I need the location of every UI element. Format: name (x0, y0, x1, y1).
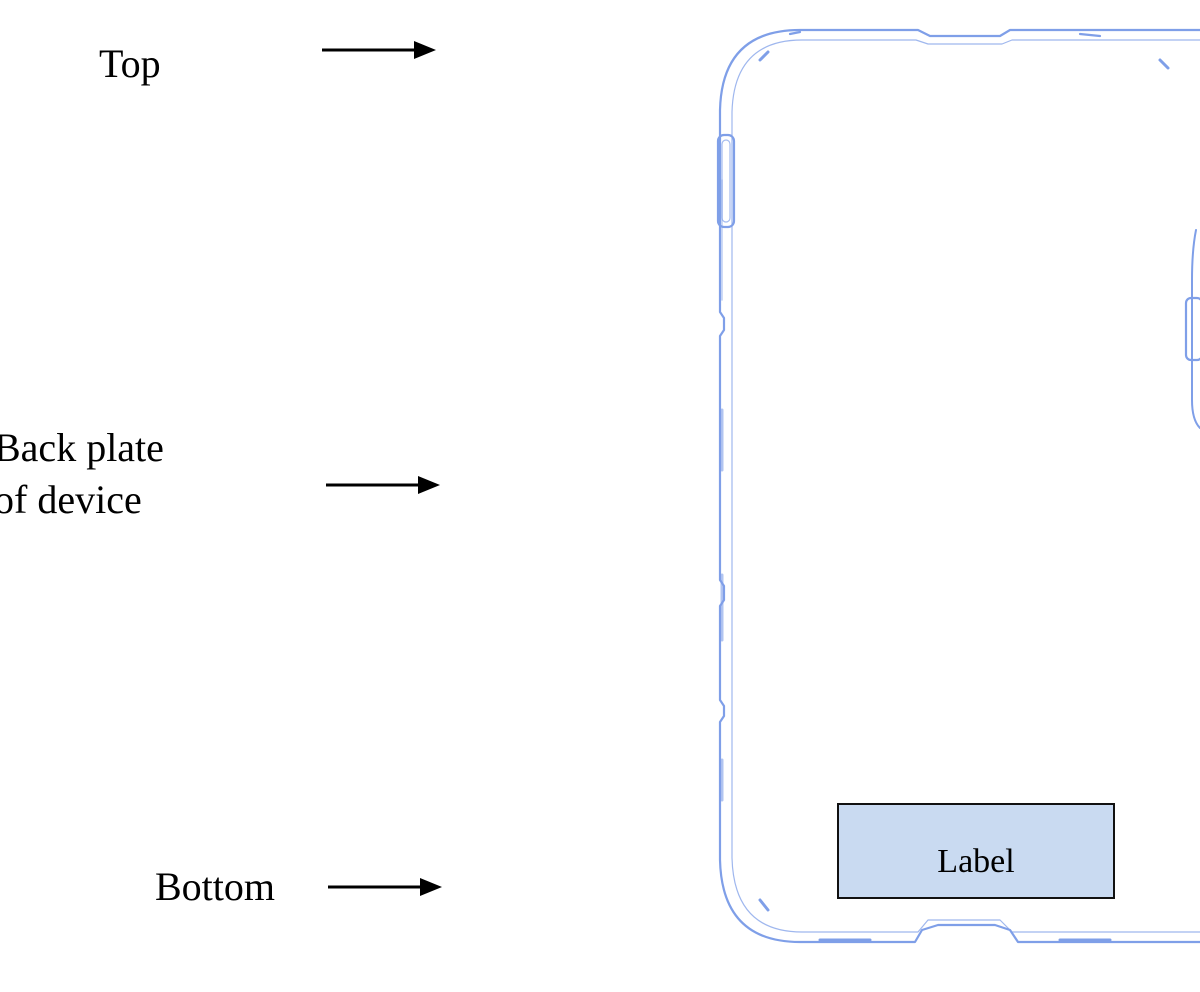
side-button-left (716, 133, 736, 229)
arrow-bottom-icon (328, 878, 442, 896)
device-label-box: Label (837, 803, 1115, 899)
side-button-right (1184, 296, 1200, 362)
device-label-text: Label (937, 843, 1015, 880)
callout-back-plate-line1: Back plate (0, 425, 164, 470)
callout-top-text: Top (99, 41, 161, 86)
device-body-outline (718, 28, 1200, 944)
arrow-top-icon (322, 41, 436, 59)
callout-back-plate-text: Back plate of device (0, 422, 164, 526)
callout-bottom-text: Bottom (155, 864, 276, 909)
callout-back-plate-line2: of device (0, 477, 142, 522)
device-inner-outline (731, 39, 1200, 933)
arrow-back-plate-icon (326, 476, 440, 494)
